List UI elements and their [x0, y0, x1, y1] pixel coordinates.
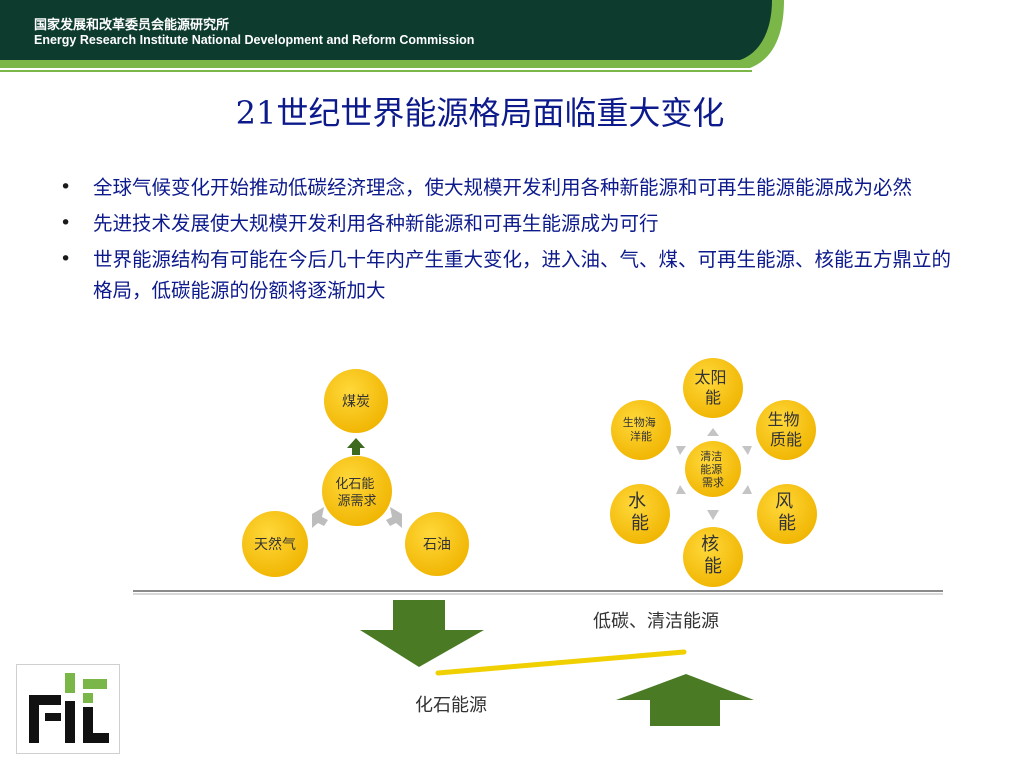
ocean-label: 生物海 洋能	[623, 415, 660, 443]
arrow-to-solar-icon	[707, 428, 719, 436]
arrow-up-icon	[347, 438, 365, 455]
clean-center-circle	[685, 441, 741, 497]
bullet-item: • 世界能源结构有可能在今后几十年内产生重大变化，进入油、气、煤、可再生能源、核…	[60, 244, 960, 306]
bullet-marker: •	[60, 212, 72, 234]
nuclear-circle	[683, 527, 743, 587]
coal-circle	[324, 369, 388, 433]
hydro-circle	[610, 484, 670, 544]
fossil-center-circle	[322, 456, 392, 526]
trend-line	[435, 649, 687, 676]
arrow-to-biomass-icon	[742, 446, 752, 455]
bullet-list: • 全球气候变化开始推动低碳经济理念，使大规模开发利用各种新能源和可再生能源能源…	[60, 172, 960, 311]
solar-line2: 能	[705, 388, 721, 407]
coal-label: 煤炭	[342, 394, 370, 410]
arrow-left-down-icon	[312, 507, 328, 528]
fossil-center-label: 化石能 源需求	[335, 477, 378, 509]
fossil-cluster: 化石能 源需求 煤炭 天然气 石油	[242, 369, 469, 577]
solar-circle	[683, 358, 743, 418]
org-name-english: Energy Research Institute National Devel…	[34, 33, 475, 47]
nuclear-line2: 能	[704, 556, 722, 577]
arrow-to-nuclear-icon	[707, 510, 719, 520]
hydro-line2: 能	[631, 513, 649, 534]
wind-circle	[757, 484, 817, 544]
bullet-item: • 全球气候变化开始推动低碳经济理念，使大规模开发利用各种新能源和可再生能源能源…	[60, 172, 960, 203]
wind-line1: 风	[775, 491, 793, 512]
arrow-right-down-icon	[386, 507, 402, 528]
arrow-to-wind-icon	[742, 485, 752, 494]
ocean-circle	[611, 400, 671, 460]
eri-logo	[16, 664, 120, 754]
oil-label: 石油	[423, 537, 451, 553]
biomass-line2: 质能	[770, 430, 802, 449]
hydro-label: 水 能	[628, 491, 652, 534]
nuclear-label: 核 能	[701, 534, 725, 577]
ocean-line2: 洋能	[630, 429, 652, 443]
fossil-center-line1: 化石能	[335, 477, 374, 492]
oil-circle	[405, 512, 469, 576]
clean-center-label: 清洁 能源 需求	[700, 450, 726, 489]
bullet-text: 全球气候变化开始推动低碳经济理念，使大规模开发利用各种新能源和可再生能源能源成为…	[93, 176, 913, 199]
biomass-label: 生物 质能	[767, 410, 804, 449]
fossil-decrease-arrow-icon	[360, 600, 484, 667]
hydro-line1: 水	[628, 491, 646, 512]
natural-gas-label: 天然气	[254, 536, 296, 553]
clean-center-line2: 能源	[700, 462, 722, 476]
solar-line1: 太阳	[694, 368, 726, 387]
wind-label: 风 能	[775, 491, 799, 534]
arrow-to-ocean-icon	[676, 446, 686, 455]
low-carbon-label: 低碳、清洁能源	[593, 611, 719, 632]
bullet-item: • 先进技术发展使大规模开发利用各种新能源和可再生能源成为可行	[60, 208, 960, 239]
biomass-circle	[756, 400, 816, 460]
org-name-chinese: 国家发展和改革委员会能源研究所	[34, 18, 230, 33]
clean-center-line3: 需求	[702, 476, 724, 489]
nuclear-line1: 核	[701, 534, 719, 555]
biomass-line1: 生物	[767, 410, 799, 429]
header-band	[0, 0, 784, 72]
bullet-text: 世界能源结构有可能在今后几十年内产生重大变化，进入油、气、煤、可再生能源、核能五…	[93, 248, 952, 302]
bullet-text: 先进技术发展使大规模开发利用各种新能源和可再生能源成为可行	[93, 212, 659, 235]
solar-label: 太阳 能	[694, 368, 731, 407]
clean-energy-cluster: 清洁 能源 需求 太阳 能 生物 质能 风 能 核 能	[610, 358, 817, 587]
arrow-to-hydro-icon	[676, 485, 686, 494]
fossil-energy-label: 化石能源	[415, 695, 487, 716]
bullet-marker: •	[60, 176, 72, 198]
eri-logo-mark	[29, 673, 109, 743]
natural-gas-circle	[242, 511, 308, 577]
clean-increase-arrow-icon	[616, 674, 754, 726]
bullet-marker: •	[60, 248, 72, 270]
clean-center-line1: 清洁	[700, 450, 722, 463]
wind-line2: 能	[778, 513, 796, 534]
ocean-line1: 生物海	[623, 415, 656, 429]
fossil-center-line2: 源需求	[337, 494, 376, 509]
slide-title: 21世纪世界能源格局面临重大变化	[235, 94, 725, 132]
